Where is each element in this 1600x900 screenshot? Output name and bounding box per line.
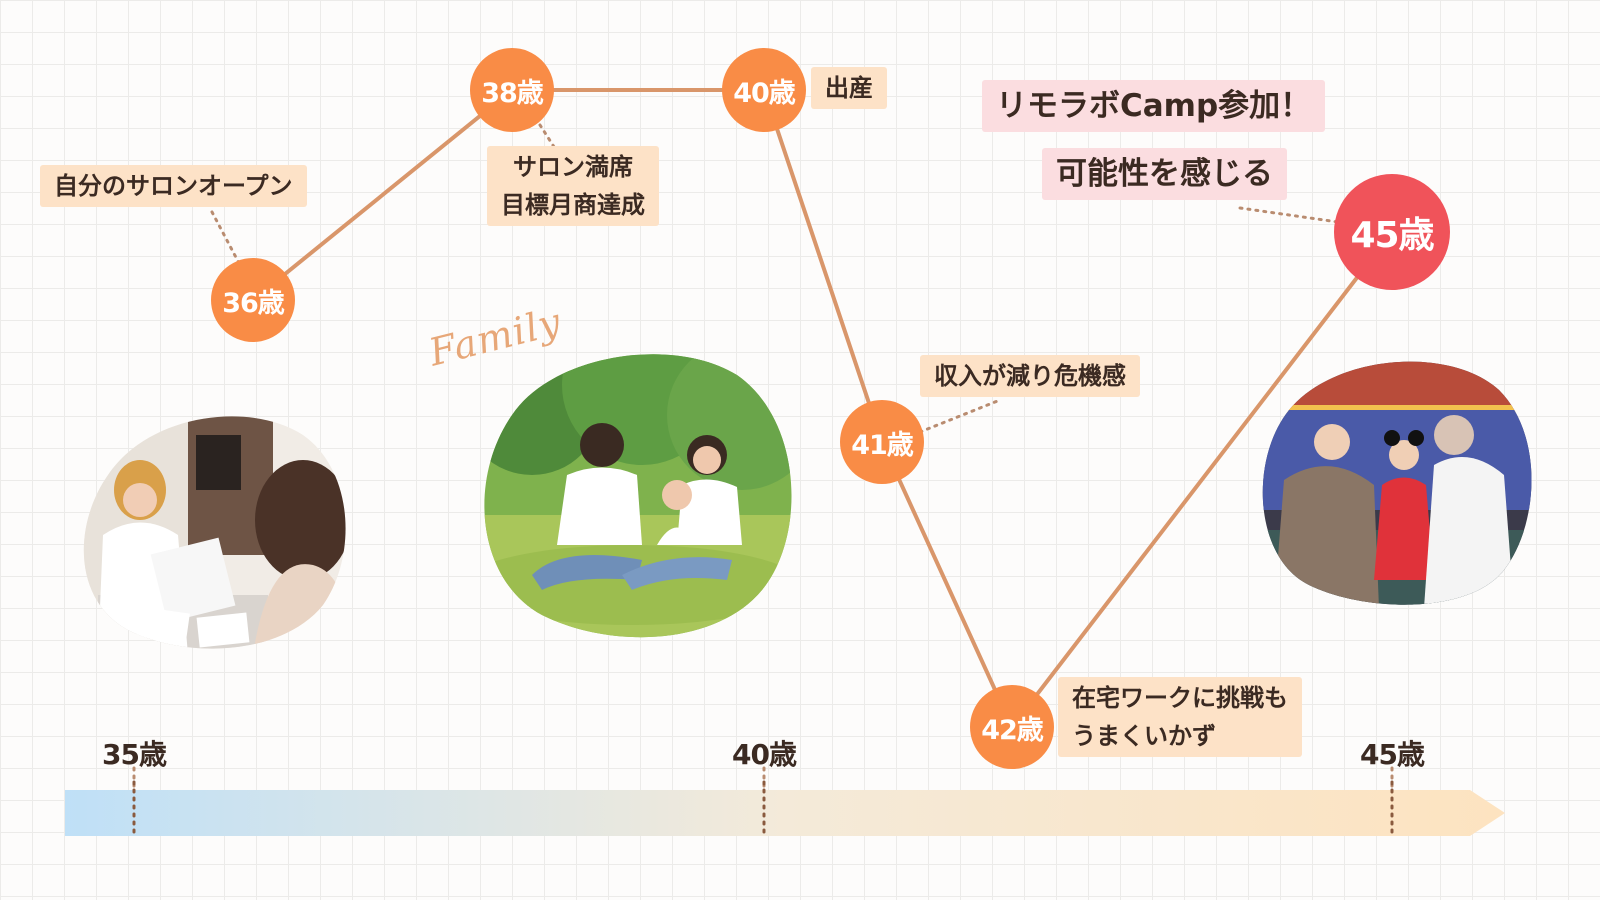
label-salon-open: 自分のサロンオープン bbox=[40, 165, 307, 207]
leader-38 bbox=[538, 123, 558, 152]
axis-tick-35: 35歳 bbox=[102, 738, 167, 771]
label-camp: リモラボCamp参加！ bbox=[982, 80, 1326, 132]
label-salon-full: サロン満席 目標月商達成 bbox=[487, 146, 659, 226]
label-remote-work: 在宅ワークに挑戦も うまくいかず bbox=[1058, 677, 1302, 757]
segment-36-38 bbox=[251, 88, 514, 302]
label-salon-open-text: 自分のサロンオープン bbox=[54, 172, 293, 200]
node-36-label: 36歳 bbox=[222, 287, 285, 319]
label-remote-work-line1: 在宅ワークに挑戦も bbox=[1072, 684, 1288, 712]
node-41-label: 41歳 bbox=[851, 429, 914, 461]
leader-36 bbox=[210, 210, 242, 267]
segment-40-41 bbox=[762, 88, 884, 444]
node-38: 38歳 bbox=[470, 48, 554, 132]
label-possibility-text: 可能性を感じる bbox=[1056, 156, 1273, 192]
node-45-label: 45歳 bbox=[1350, 215, 1434, 256]
amusement-park-photo bbox=[1262, 361, 1532, 605]
node-42-label: 42歳 bbox=[981, 714, 1044, 746]
node-36: 36歳 bbox=[211, 258, 295, 342]
axis-tick-40: 40歳 bbox=[732, 738, 797, 771]
segment-41-42 bbox=[880, 440, 1014, 729]
label-remote-work-line2: うまくいかず bbox=[1072, 722, 1216, 750]
leader-45 bbox=[1238, 206, 1340, 224]
label-salon-full-line1: サロン満席 bbox=[513, 153, 633, 181]
axis-tick-45: 45歳 bbox=[1360, 738, 1425, 771]
label-camp-text: リモラボCamp参加！ bbox=[996, 88, 1312, 124]
node-38-label: 38歳 bbox=[481, 77, 544, 109]
node-40: 40歳 bbox=[722, 48, 806, 132]
label-income-drop-text: 収入が減り危機感 bbox=[934, 362, 1126, 390]
label-birth-text: 出産 bbox=[825, 74, 873, 102]
segment-42-45 bbox=[1010, 230, 1394, 729]
label-possibility: 可能性を感じる bbox=[1042, 148, 1287, 200]
node-42: 42歳 bbox=[970, 685, 1054, 769]
family-photo bbox=[484, 354, 792, 638]
node-41: 41歳 bbox=[840, 400, 924, 484]
salon-photo bbox=[83, 416, 346, 649]
leader-41 bbox=[918, 398, 1002, 434]
label-salon-full-line2: 目標月商達成 bbox=[501, 191, 645, 219]
node-40-label: 40歳 bbox=[733, 77, 796, 109]
node-45: 45歳 bbox=[1334, 174, 1450, 290]
label-income-drop: 収入が減り危機感 bbox=[920, 355, 1140, 397]
label-birth: 出産 bbox=[811, 67, 887, 109]
